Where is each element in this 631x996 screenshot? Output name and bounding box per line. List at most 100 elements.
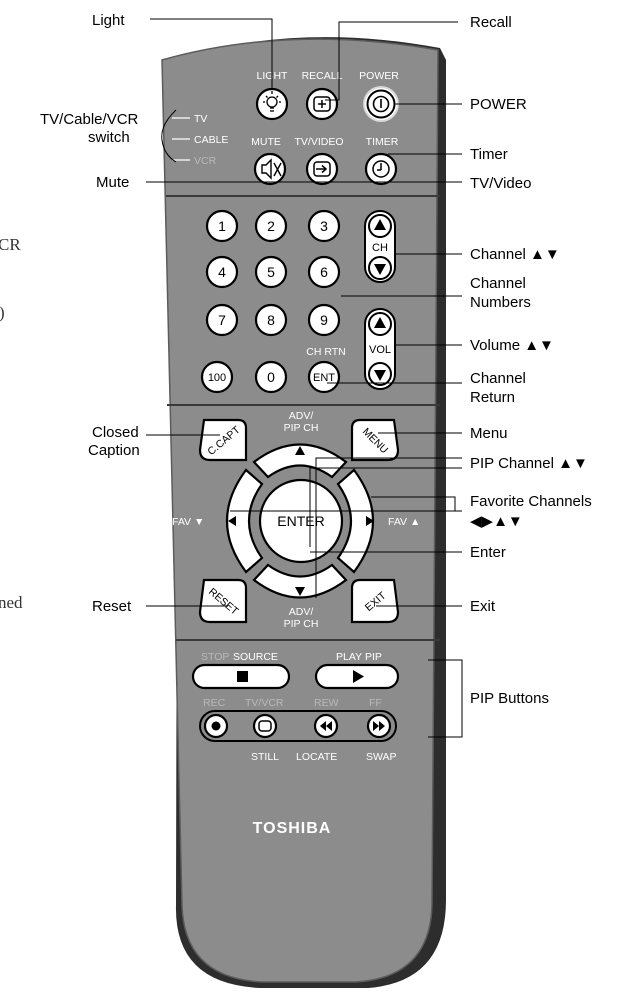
rewind-icon [320, 721, 332, 731]
page-fragment-paren: ) [0, 303, 5, 322]
rec-label: REC [203, 697, 226, 709]
mute-button[interactable] [253, 152, 287, 186]
page-fragment-ned: ned [0, 593, 23, 612]
number-button-9[interactable]: 9 [307, 303, 341, 337]
number-button-100[interactable]: 100 [200, 360, 234, 394]
menu-button[interactable]: MENU [350, 418, 400, 462]
nav-ring: ENTER [226, 443, 374, 599]
callout-volume: Volume ▲▼ [470, 337, 554, 354]
adv-pip-top-label-2: PIP CH [284, 422, 319, 434]
exit-button[interactable]: EXIT [350, 578, 400, 624]
power-button[interactable] [363, 86, 399, 122]
still-button[interactable] [252, 713, 278, 739]
number-button-2[interactable]: 2 [254, 209, 288, 243]
play-icon [353, 670, 364, 683]
favorite-channel-right-button[interactable] [336, 468, 374, 574]
tv-cable-vcr-switch[interactable] [172, 117, 190, 161]
power-icon [372, 95, 390, 113]
number-button-8[interactable]: 8 [254, 303, 288, 337]
pip-up-arrow-icon [295, 446, 305, 455]
ccapt-button[interactable]: C.CAPT [198, 418, 248, 462]
callout-mute: Mute [96, 174, 129, 191]
number-button-3[interactable]: 3 [307, 209, 341, 243]
callout-lines [146, 18, 463, 738]
recall-label: RECALL [302, 70, 343, 82]
ent-button[interactable]: ENT [307, 360, 341, 394]
still-icon [258, 720, 272, 732]
callout-recall: Recall [470, 14, 512, 31]
fav-left-arrow-icon [228, 516, 236, 526]
stop-source-button[interactable] [191, 663, 291, 690]
channel-up-arrow-icon [374, 219, 386, 230]
timer-label: TIMER [366, 136, 399, 148]
number-label-2: 2 [267, 218, 275, 234]
channel-rocker[interactable]: CH [364, 210, 396, 283]
mute-label: MUTE [251, 136, 281, 148]
adv-pip-bottom-label-2: PIP CH [284, 618, 319, 630]
number-label-0: 0 [267, 369, 275, 385]
mute-speaker-icon [261, 158, 282, 180]
swap-button[interactable] [366, 713, 392, 739]
locate-label: LOCATE [296, 751, 337, 763]
number-button-7[interactable]: 7 [205, 303, 239, 337]
favorite-channel-left-button[interactable] [226, 468, 264, 574]
callout-favorite-channels-line1: Favorite Channels [470, 493, 592, 510]
recall-icon [313, 96, 331, 112]
callout-reset: Reset [92, 598, 132, 615]
callout-pip-channel: PIP Channel ▲▼ [470, 455, 588, 472]
enter-button[interactable] [258, 478, 344, 564]
swap-label: SWAP [366, 751, 397, 763]
light-button[interactable] [255, 87, 289, 121]
tvvideo-button[interactable] [305, 152, 339, 186]
play-pip-button[interactable] [314, 663, 400, 690]
channel-down-arrow-icon [374, 264, 386, 275]
callout-menu: Menu [470, 425, 508, 442]
volume-up-arrow-icon [374, 317, 386, 328]
pip-channel-up-button[interactable] [252, 443, 348, 479]
number-label-100: 100 [208, 372, 226, 384]
adv-pip-bottom-label-1: ADV/ [289, 606, 314, 618]
recall-button[interactable] [305, 87, 339, 121]
adv-pip-top-label-1: ADV/ [289, 410, 314, 422]
callout-tvcablevcr-line1: TV/Cable/VCR [40, 111, 139, 128]
fast-forward-icon [373, 721, 385, 731]
play-label: PLAY [336, 651, 362, 663]
reset-button[interactable]: RESET [198, 578, 248, 624]
number-label-5: 5 [267, 264, 275, 280]
vol-label: VOL [369, 344, 391, 356]
timer-button[interactable] [364, 152, 398, 186]
number-button-1[interactable]: 1 [205, 209, 239, 243]
fav-right-label: FAV ▲ [388, 516, 420, 528]
tvvcr-label: TV/VCR [245, 697, 284, 709]
page-fragment-cr: CR [0, 235, 21, 254]
callout-light: Light [92, 12, 125, 29]
callout-tvcablevcr-line2: switch [88, 129, 130, 146]
ch-label: CH [372, 242, 388, 254]
rec-button[interactable] [203, 713, 229, 739]
volume-down-arrow-icon [374, 370, 386, 381]
transport-button-group [199, 710, 397, 742]
ent-label: ENT [313, 372, 335, 384]
fav-right-arrow-icon [366, 516, 374, 526]
locate-button[interactable] [313, 713, 339, 739]
power-label: POWER [359, 70, 399, 82]
callout-channel-numbers-line2: Numbers [470, 294, 531, 311]
volume-rocker[interactable]: VOL [364, 308, 396, 390]
callout-favorite-channels-line2: ◀▶▲▼ [470, 513, 523, 530]
number-button-0[interactable]: 0 [254, 360, 288, 394]
number-button-5[interactable]: 5 [254, 255, 288, 289]
switch-label-cable: CABLE [194, 134, 228, 146]
callout-timer: Timer [470, 146, 508, 163]
source-label: SOURCE [233, 651, 278, 663]
pip-channel-down-button[interactable] [252, 563, 348, 599]
ff-label: FF [369, 697, 382, 709]
number-label-9: 9 [320, 312, 328, 328]
toshiba-logo: TOSHIBA [253, 820, 332, 837]
number-button-4[interactable]: 4 [205, 255, 239, 289]
callout-channel-numbers-line1: Channel [470, 275, 526, 292]
record-dot-icon [211, 721, 221, 731]
rew-label: REW [314, 697, 339, 709]
tvvideo-label: TV/VIDEO [294, 136, 343, 148]
number-button-6[interactable]: 6 [307, 255, 341, 289]
